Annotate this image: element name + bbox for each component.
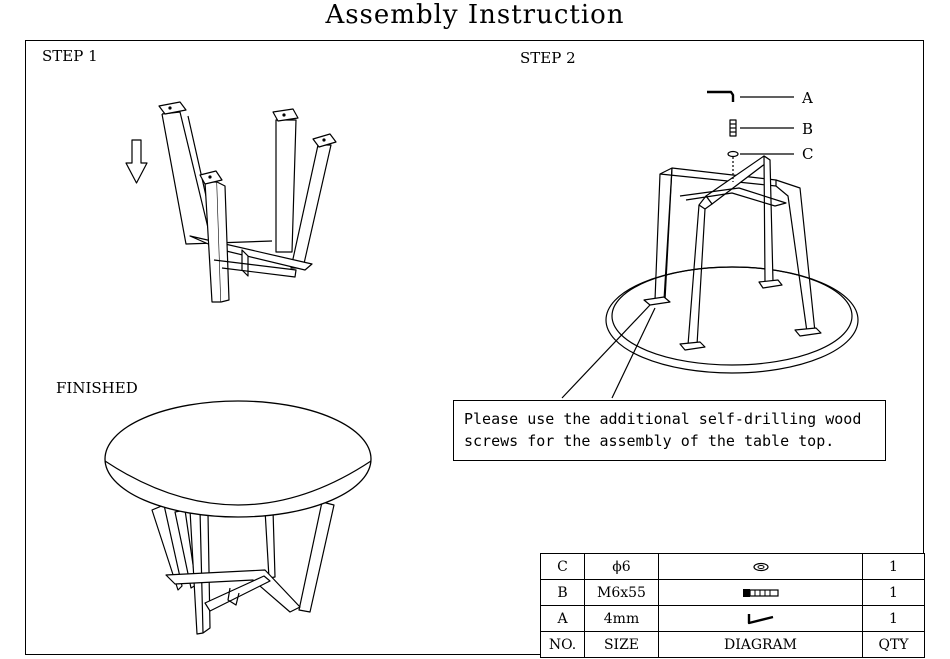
callout-c: C [802,145,813,163]
part-qty: 1 [863,580,925,606]
allen-key-icon [707,92,733,102]
part-size: 4mm [585,606,659,632]
washer-icon [659,554,863,580]
washer-icon [728,152,738,157]
table-row: A 4mm 1 [541,606,925,632]
part-no: A [541,606,585,632]
header-no: NO. [541,632,585,658]
down-arrow-icon [126,140,147,183]
table-base-step1 [159,102,336,302]
allen-key-icon [659,606,863,632]
part-no: B [541,580,585,606]
header-diagram: DIAGRAM [659,632,863,658]
part-size: ϕ6 [585,554,659,580]
table-row: C ϕ6 1 [541,554,925,580]
part-size: M6x55 [585,580,659,606]
table-row: B M6x55 1 [541,580,925,606]
parts-table: C ϕ6 1 B M6x55 1 A 4mm [540,553,925,658]
header-size: SIZE [585,632,659,658]
finished-table [105,401,371,634]
header-qty: QTY [863,632,925,658]
callout-b: B [802,120,813,138]
part-qty: 1 [863,554,925,580]
table-top-step2 [606,267,858,373]
assembly-note: Please use the additional self-drilling … [453,400,886,461]
part-qty: 1 [863,606,925,632]
table-header-row: NO. SIZE DIAGRAM QTY [541,632,925,658]
part-no: C [541,554,585,580]
bolt-icon [659,580,863,606]
callout-a: A [802,89,813,107]
